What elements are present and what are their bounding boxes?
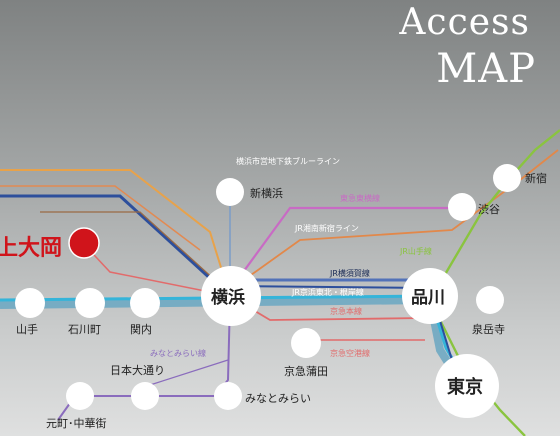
station-yamate[interactable] [15,288,45,318]
station-motomachi-label: 元町･中華街 [46,416,107,430]
label-blue-line: 横浜市営地下鉄ブルーライン [236,156,340,166]
line-toyoko [229,206,462,291]
line-minatomirai-2 [149,359,229,386]
label-toyoko: 東急東横線 [340,193,380,203]
station-nihon-odori-label: 日本大通り [110,363,165,377]
station-shin-yokohama[interactable] [216,178,244,206]
station-yokohama[interactable] [201,266,261,326]
label-keikyu-airport: 京急空港線 [330,348,370,358]
station-kannai[interactable] [130,288,160,318]
station-shinjuku-label: 新宿 [525,171,547,185]
line-blue [0,194,227,294]
station-sengakuji-label: 泉岳寺 [472,322,505,336]
station-keikyu-kamata-label: 京急蒲田 [284,364,328,378]
station-shinjuku[interactable] [493,164,521,192]
station-shin-yokohama-label: 新横浜 [250,186,283,200]
station-kannai-label: 関内 [130,322,152,336]
map-title-line2: MAP [436,46,536,92]
line-brown [40,211,229,293]
label-shonan: JR湘南新宿ライン [294,223,359,233]
station-shinagawa[interactable] [402,268,458,324]
station-motomachi[interactable] [66,382,94,410]
station-kamiooka-marker[interactable] [68,227,100,259]
station-yokohama-label: 横浜 [211,287,245,308]
label-minatomirai-line: みなとみらい線 [150,348,206,358]
station-ishikawacho-label: 石川町 [68,323,101,336]
label-keikyu-main: 京急本線 [330,306,362,316]
label-yamanote: JR山手線 [399,246,432,256]
station-yamate-label: 山手 [16,322,38,336]
label-yokosuka: JR横須賀線 [329,268,370,278]
station-nihon-odori[interactable] [131,382,159,410]
station-kamiooka-label: 上大岡 [0,236,62,261]
station-sengakuji[interactable] [476,286,504,314]
station-keikyu-kamata[interactable] [291,328,321,358]
label-tokaido: JR京浜東北・根岸線 [291,287,364,297]
station-tokyo[interactable] [435,354,499,418]
station-minatomirai[interactable] [214,382,242,410]
line-tokaido [0,169,229,291]
station-tokyo-label: 東京 [447,376,483,398]
station-ishikawacho[interactable] [75,288,105,318]
line-orange-2 [0,185,201,251]
station-minatomirai-label: みなとみらい [245,392,311,405]
station-shibuya[interactable] [448,193,476,221]
line-shonan [229,149,559,291]
map-title-line1: Access [399,2,530,43]
station-shinagawa-label: 品川 [411,288,445,308]
station-shibuya-label: 渋谷 [478,203,500,216]
